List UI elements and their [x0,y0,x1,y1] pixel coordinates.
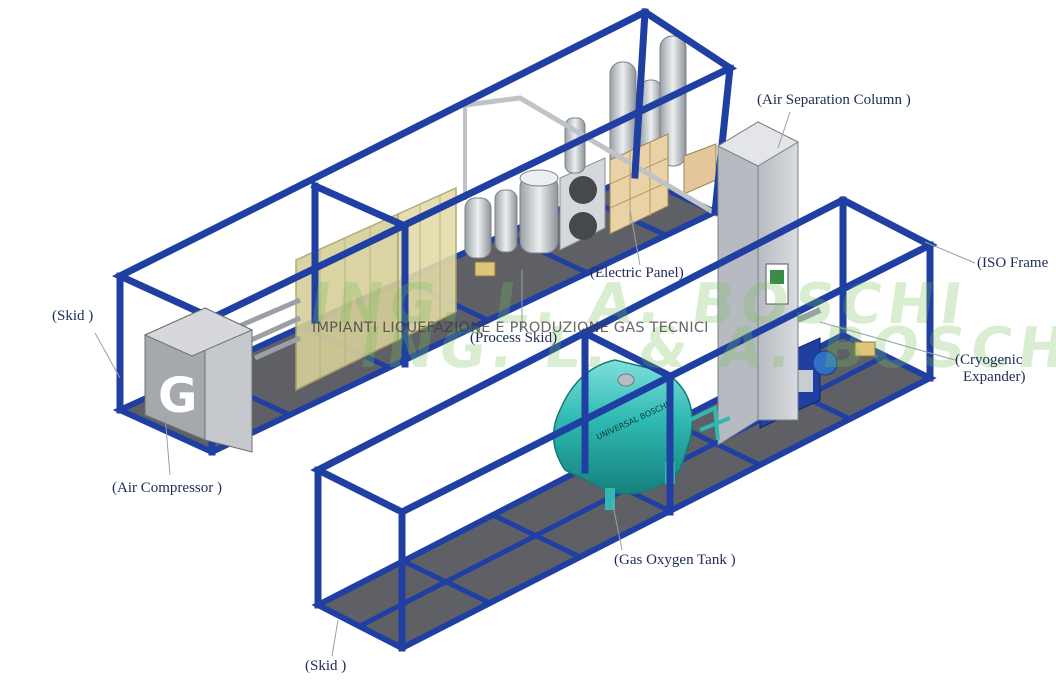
air-compressor: G [143,307,254,453]
label-cryogenic: (Cryogenic [955,352,1023,368]
label-air-compressor: (Air Compressor ) [112,480,222,496]
lower-container: UNIVERSAL BOSCHI [310,121,938,652]
lower-iso-frame [310,196,938,652]
leader-lines [94,111,976,657]
label-iso-frame: (ISO Frame [977,255,1049,271]
upper-container: G [111,7,738,456]
label-expander: Expander) [963,369,1026,385]
watermark-tagline: IMPIANTI LIQUEFAZIONE E PRODUZIONE GAS T… [312,320,709,336]
process-skid [464,169,559,277]
label-gas-oxygen-tank: (Gas Oxygen Tank ) [614,552,736,568]
air-separation-column [716,121,822,446]
label-electric-panel: (Electric Panel) [590,265,684,281]
heat-exchanger-panel-2 [397,186,457,342]
label-skid-lower: (Skid ) [305,658,347,674]
compressor-logo: G [158,368,197,424]
overhead-pipe [464,95,720,218]
label-process-skid: (Process Skid) [470,330,558,346]
label-skid-upper: (Skid ) [52,308,94,324]
cooling-unit [559,157,606,251]
label-air-separation-column: (Air Separation Column ) [757,92,911,108]
